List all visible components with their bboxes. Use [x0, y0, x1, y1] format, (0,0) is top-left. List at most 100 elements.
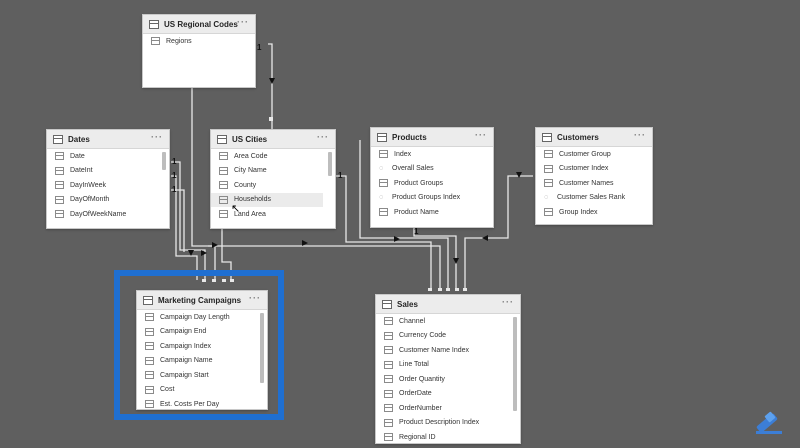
field-row[interactable]: DayOfMonth — [47, 193, 169, 208]
field-row[interactable]: ◌Product Groups Index — [371, 191, 493, 206]
field-label: Currency Code — [399, 332, 447, 340]
field-icon — [384, 404, 393, 413]
scrollbar[interactable] — [260, 313, 264, 383]
field-row[interactable]: Area Code — [211, 149, 335, 164]
scrollbar[interactable] — [162, 152, 166, 170]
field-label: Regional ID — [399, 433, 436, 441]
more-options-icon[interactable]: ··· — [249, 293, 261, 303]
filter-arrow-4 — [212, 242, 218, 248]
field-row[interactable]: Campaign Name — [137, 354, 267, 369]
table-header[interactable]: US Cities ··· — [211, 130, 335, 149]
hidden-field-icon: ◌ — [379, 165, 384, 173]
field-label: Order Quantity — [399, 375, 445, 383]
table-title: Customers — [557, 132, 599, 142]
field-row[interactable]: DayOfWeekName — [47, 207, 169, 222]
relationship-cities-sales — [335, 175, 432, 290]
table-header[interactable]: Sales ··· — [376, 295, 520, 314]
field-icon — [219, 195, 228, 204]
field-row[interactable]: Campaign Index — [137, 339, 267, 354]
field-label: Product Groups — [394, 179, 444, 187]
field-icon — [55, 166, 64, 175]
table-title: Marketing Campaigns — [158, 295, 242, 305]
more-options-icon[interactable]: ··· — [475, 130, 487, 140]
field-label: DayInWeek — [70, 181, 107, 189]
table-us-regional-codes[interactable]: US Regional Codes ··· Regions — [142, 14, 256, 88]
scrollbar[interactable] — [328, 152, 332, 176]
field-row[interactable]: Product Groups — [371, 176, 493, 191]
more-options-icon[interactable]: ··· — [317, 132, 329, 142]
field-row[interactable]: Date — [47, 149, 169, 164]
more-options-icon[interactable]: ··· — [151, 132, 163, 142]
field-row[interactable]: Regions — [143, 34, 255, 49]
field-row[interactable]: Currency Code — [376, 329, 520, 344]
field-row[interactable]: Group Index — [536, 205, 652, 220]
scrollbar[interactable] — [513, 317, 517, 411]
field-label: DateInt — [70, 167, 93, 175]
table-icon — [217, 134, 227, 144]
field-label: Channel — [399, 317, 426, 325]
field-row[interactable]: Product Name — [371, 205, 493, 220]
table-customers[interactable]: Customers ··· Customer Group Customer In… — [535, 127, 653, 225]
more-options-icon[interactable]: ··· — [237, 17, 249, 27]
table-marketing-campaigns[interactable]: Marketing Campaigns ··· Campaign Day Len… — [136, 290, 268, 410]
field-icon — [384, 346, 393, 355]
field-row[interactable]: Index — [371, 147, 493, 162]
field-label: Households — [234, 196, 271, 204]
field-row[interactable]: OrderDate — [376, 387, 520, 402]
field-row[interactable]: Line Total — [376, 358, 520, 373]
field-row[interactable]: Land Area — [211, 207, 335, 222]
field-label: Customer Group — [559, 150, 611, 158]
table-header[interactable]: Products ··· — [371, 128, 493, 147]
field-row[interactable]: Customer Name Index — [376, 343, 520, 358]
field-row[interactable]: Campaign Start — [137, 368, 267, 383]
table-products[interactable]: Products ··· Index ◌Overall Sales Produc… — [370, 127, 494, 228]
more-options-icon[interactable]: ··· — [502, 297, 514, 307]
field-row[interactable]: Customer Index — [536, 162, 652, 177]
field-label: OrderNumber — [399, 404, 442, 412]
field-row[interactable]: Campaign End — [137, 325, 267, 340]
field-row[interactable]: Cost — [137, 383, 267, 398]
cardinality-label: 1 — [414, 227, 419, 236]
field-icon — [145, 356, 154, 365]
hidden-field-icon: ◌ — [544, 194, 549, 202]
field-icon — [384, 331, 393, 340]
table-dates[interactable]: Dates ··· Date DateInt DayInWeek DayOfMo… — [46, 129, 170, 229]
table-title: US Regional Codes — [164, 19, 238, 29]
field-row[interactable]: City Name — [211, 164, 335, 179]
field-icon — [145, 313, 154, 322]
field-row[interactable]: ◌ Customer Sales Rank — [536, 191, 652, 206]
field-icon — [384, 418, 393, 427]
field-row[interactable]: County — [211, 178, 335, 193]
field-label: Product Name — [394, 208, 439, 216]
field-row[interactable]: Channel — [376, 314, 520, 329]
table-icon — [149, 19, 159, 29]
table-us-cities[interactable]: US Cities ··· Area Code City Name County… — [210, 129, 336, 229]
table-sales[interactable]: Sales ··· Channel Currency Code Customer… — [375, 294, 521, 444]
field-icon — [544, 164, 553, 173]
relationship-bus — [208, 245, 441, 290]
field-row[interactable]: DayInWeek — [47, 178, 169, 193]
field-icon — [219, 166, 228, 175]
field-row[interactable]: Est. Costs Per Day — [137, 397, 267, 409]
field-label: Customer Sales Rank — [557, 194, 626, 202]
field-row[interactable]: Order Quantity — [376, 372, 520, 387]
table-header[interactable]: US Regional Codes ··· — [143, 15, 255, 34]
field-row[interactable]: DateInt — [47, 164, 169, 179]
field-row[interactable]: OrderNumber — [376, 401, 520, 416]
field-row-hovered[interactable]: Households — [211, 192, 323, 207]
field-row[interactable]: Product Description Index — [376, 416, 520, 431]
field-row[interactable]: ◌Overall Sales — [371, 162, 493, 177]
field-label: Land Area — [234, 210, 266, 218]
more-options-icon[interactable]: ··· — [634, 130, 646, 140]
field-row[interactable]: Customer Group — [536, 147, 652, 162]
field-row[interactable]: Customer Names — [536, 176, 652, 191]
table-header[interactable]: Customers ··· — [536, 128, 652, 147]
field-row[interactable]: Campaign Day Length — [137, 310, 267, 325]
field-row[interactable]: Regional ID — [376, 430, 520, 443]
table-header[interactable]: Dates ··· — [47, 130, 169, 149]
field-icon — [379, 179, 388, 188]
field-label: Product Groups Index — [392, 194, 461, 202]
table-header[interactable]: Marketing Campaigns ··· — [137, 291, 267, 310]
